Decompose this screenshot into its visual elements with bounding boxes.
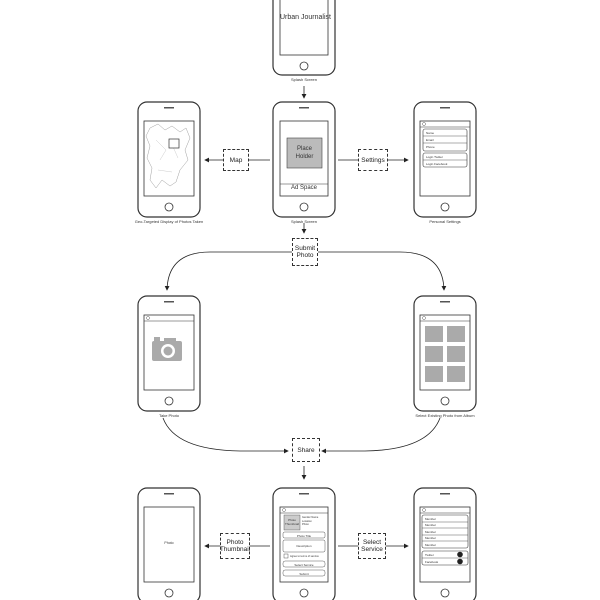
settings-item: Phone xyxy=(426,144,435,149)
settings-login-twitter: Login Twitter xyxy=(426,154,443,159)
form-select-service: Select Service xyxy=(294,562,314,567)
caption-album: Select Existing Photo from Album xyxy=(415,413,475,418)
form-title-field: Photo Title xyxy=(296,533,312,538)
form-thumb-line1: Photo xyxy=(288,518,296,522)
form-description-field: Description xyxy=(296,544,312,548)
service-facebook: Facebook xyxy=(425,559,439,564)
phone-settings xyxy=(413,101,477,218)
service-twitter: Twitter xyxy=(425,552,434,557)
phone-take-photo xyxy=(137,295,201,412)
caption-home: Splash Screen xyxy=(290,219,317,224)
form-agree: Agree to terms of service xyxy=(290,554,319,558)
service-item: Member xyxy=(425,536,437,540)
service-item: Member xyxy=(425,529,437,534)
form-meta: Gender Name xyxy=(302,516,319,519)
form-meta: Photo xyxy=(302,523,309,526)
placeholder-line1: Place xyxy=(296,146,312,152)
placeholder-line2: Holder xyxy=(295,154,314,160)
form-submit: Submit xyxy=(299,571,309,576)
caption-take-photo: Take Photo xyxy=(158,413,179,418)
box-select-service: Select Service xyxy=(358,533,386,559)
settings-item: Name xyxy=(426,130,435,135)
caption-settings: Personal Settings xyxy=(429,219,461,224)
ad-space: Ad Space xyxy=(290,185,318,191)
phone-service xyxy=(413,487,477,600)
phone-home xyxy=(272,101,336,218)
box-submit-photo: Submit Photo xyxy=(292,238,318,266)
box-select-service-line1: Select xyxy=(362,539,382,546)
photo-label: Photo xyxy=(164,541,174,545)
box-submit-photo-line2: Photo xyxy=(296,252,314,259)
box-photo-thumbnail-line2: Thumbnail xyxy=(219,546,251,553)
app-title: Urban Journalist xyxy=(280,14,331,21)
settings-login-facebook: Login Facebook xyxy=(426,161,448,166)
caption-map: Geo-Targeted Display of Photos Taken xyxy=(134,219,204,224)
form-meta: Location xyxy=(302,519,312,523)
box-settings: Settings xyxy=(358,149,388,171)
caption-top-splash: Splash Screen xyxy=(290,77,317,82)
phone-photo xyxy=(137,487,201,600)
phone-top-splash xyxy=(272,0,336,76)
phone-map xyxy=(137,101,201,218)
service-item: Member xyxy=(425,523,437,527)
form-thumb-line2: Thumbnail xyxy=(284,522,299,526)
settings-item: Email xyxy=(426,137,434,142)
box-photo-thumbnail-line1: Photo xyxy=(226,539,244,546)
box-select-service-line2: Service xyxy=(361,546,383,553)
box-photo-thumbnail: Photo Thumbnail xyxy=(220,533,250,559)
phone-form xyxy=(272,487,336,600)
service-item: Member xyxy=(425,516,437,521)
box-share: Share xyxy=(292,438,320,462)
service-item: Member xyxy=(425,542,437,547)
phone-album xyxy=(413,295,477,412)
box-submit-photo-line1: Submit xyxy=(294,245,316,252)
box-map: Map xyxy=(223,149,249,171)
